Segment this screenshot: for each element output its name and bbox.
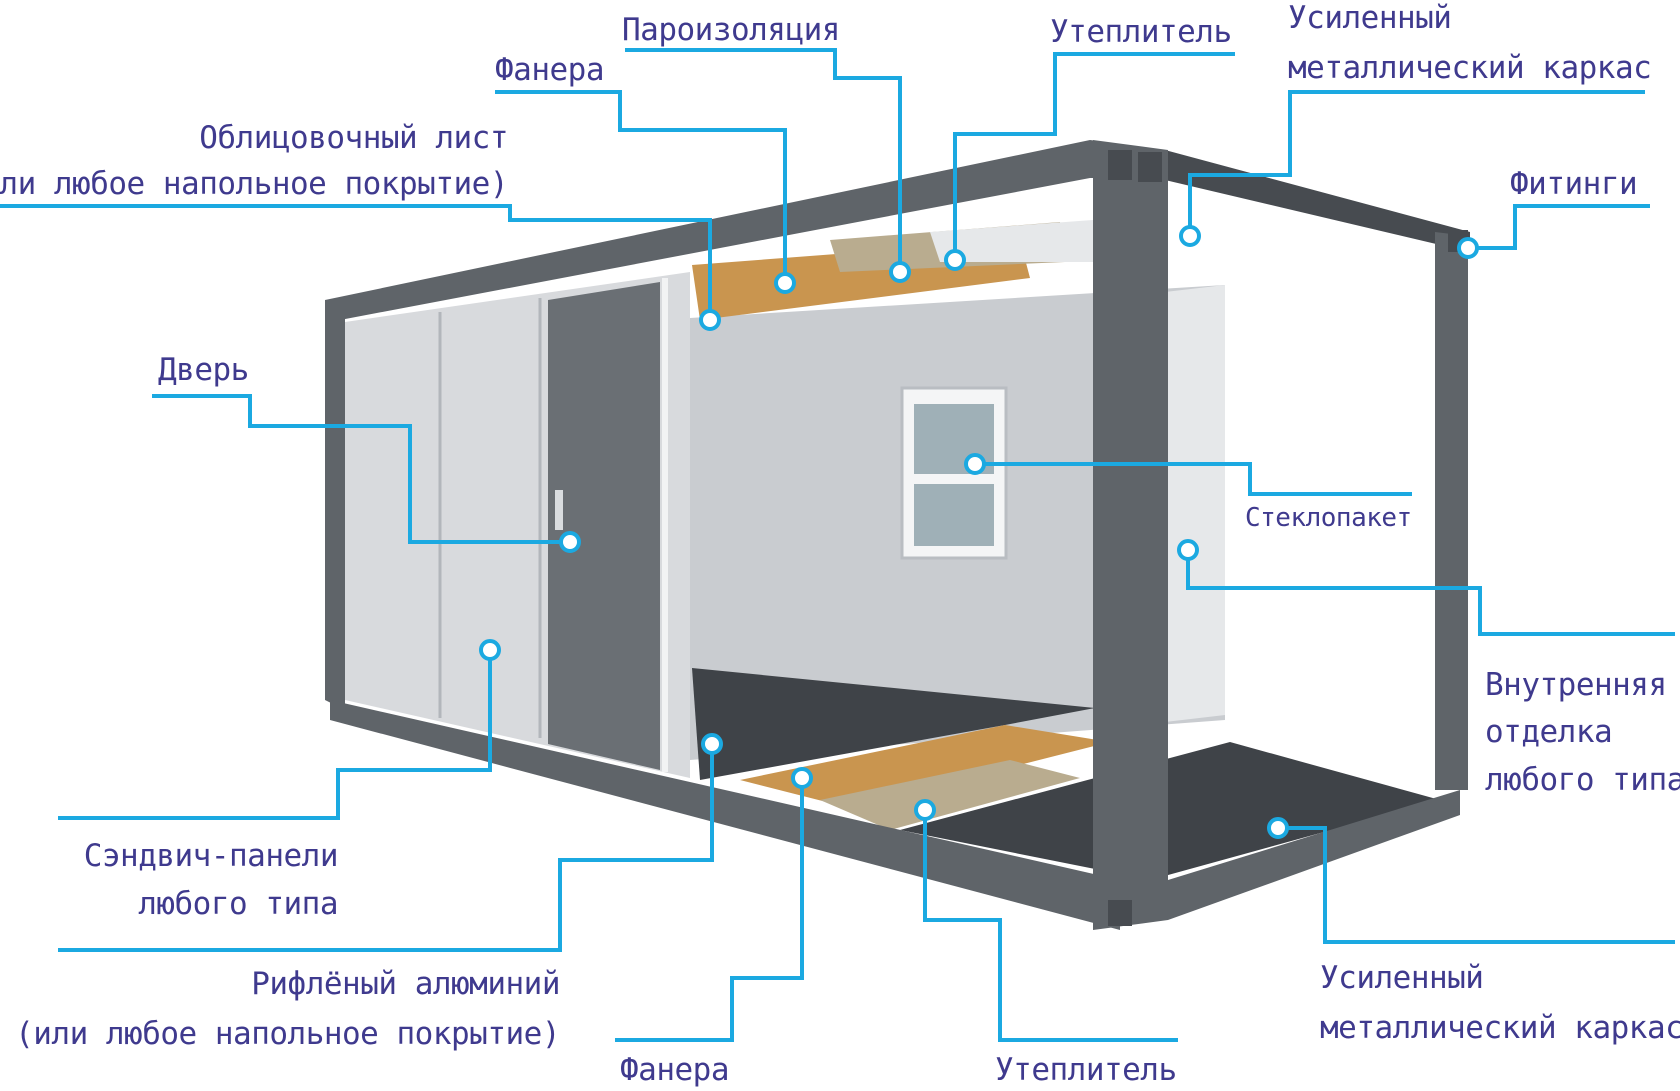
front-corner-post <box>1093 140 1168 930</box>
leader-line-vnutrennyaya <box>1188 550 1675 634</box>
window-glass-bottom <box>914 484 994 546</box>
label-vnutrennyaya-line1: Внутренняя <box>1485 667 1667 703</box>
label-sendvich-line2: любого типа <box>138 886 338 922</box>
label-fitingi: Фитинги <box>1510 166 1637 202</box>
door <box>548 282 660 770</box>
leader-line-karkas-top <box>1190 92 1645 236</box>
label-sendvich-line1: Сэндвич-панели <box>84 838 338 874</box>
callout-dot-aluminiy <box>703 735 721 753</box>
label-uteplitel-top: Утеплитель <box>1050 14 1232 50</box>
callout-dot-dver <box>561 533 579 551</box>
callout-dot-uteplitel-top <box>946 251 964 269</box>
label-karkas-bottom-line1: Усиленный <box>1320 960 1483 996</box>
label-vnutrennyaya-line3: любого типа <box>1485 762 1680 798</box>
label-karkas-top-line2: металлический каркас <box>1288 50 1651 86</box>
modular-container-illustration <box>325 140 1470 930</box>
leader-line-fitingi <box>1468 206 1650 248</box>
callout-dot-fanera-top <box>776 274 794 292</box>
label-uteplitel-bottom: Утеплитель <box>995 1052 1177 1088</box>
label-aluminiy-line2: (или любое напольное покрытие) <box>15 1016 560 1052</box>
callout-dot-vnutrennyaya <box>1179 541 1197 559</box>
label-aluminiy-line1: Рифлёный алюминий <box>251 966 560 1002</box>
interior-side-panel <box>1165 285 1225 722</box>
corner-fitting <box>1138 152 1162 182</box>
door-handle <box>555 490 563 530</box>
callout-dot-sendvich <box>481 641 499 659</box>
label-steklopaket: Стеклопакет <box>1245 503 1412 533</box>
callout-dot-karkas-top <box>1181 227 1199 245</box>
label-dver: Дверь <box>158 352 249 388</box>
label-karkas-bottom-line2: металлический каркас <box>1320 1010 1680 1046</box>
left-end-post <box>325 300 345 710</box>
label-oblitsovka-line1: Облицовочный лист <box>199 120 508 156</box>
corner-fitting <box>1108 150 1132 180</box>
roof-rear-frame <box>1165 150 1470 252</box>
label-vnutrennyaya-line2: отделка <box>1485 714 1612 750</box>
callout-dot-fitingi <box>1459 239 1477 257</box>
corner-fitting <box>1108 900 1132 926</box>
label-fanera-bottom: Фанера <box>620 1052 729 1088</box>
callout-dot-uteplitel-bottom <box>916 801 934 819</box>
callout-dot-karkas-bottom <box>1269 819 1287 837</box>
rear-corner-post <box>1435 232 1468 790</box>
callout-dot-steklopaket <box>966 455 984 473</box>
label-fanera-top: Фанера <box>495 52 604 88</box>
callout-dot-parozolyatsiya <box>891 263 909 281</box>
label-karkas-top-line1: Усиленный <box>1288 0 1451 36</box>
callout-dot-fanera-bottom <box>793 769 811 787</box>
label-oblitsovka-line2: (или любое напольное покрытие) <box>0 166 508 202</box>
label-parozolyatsiya: Пароизоляция <box>622 12 840 48</box>
callout-dot-oblitsovka <box>701 311 719 329</box>
